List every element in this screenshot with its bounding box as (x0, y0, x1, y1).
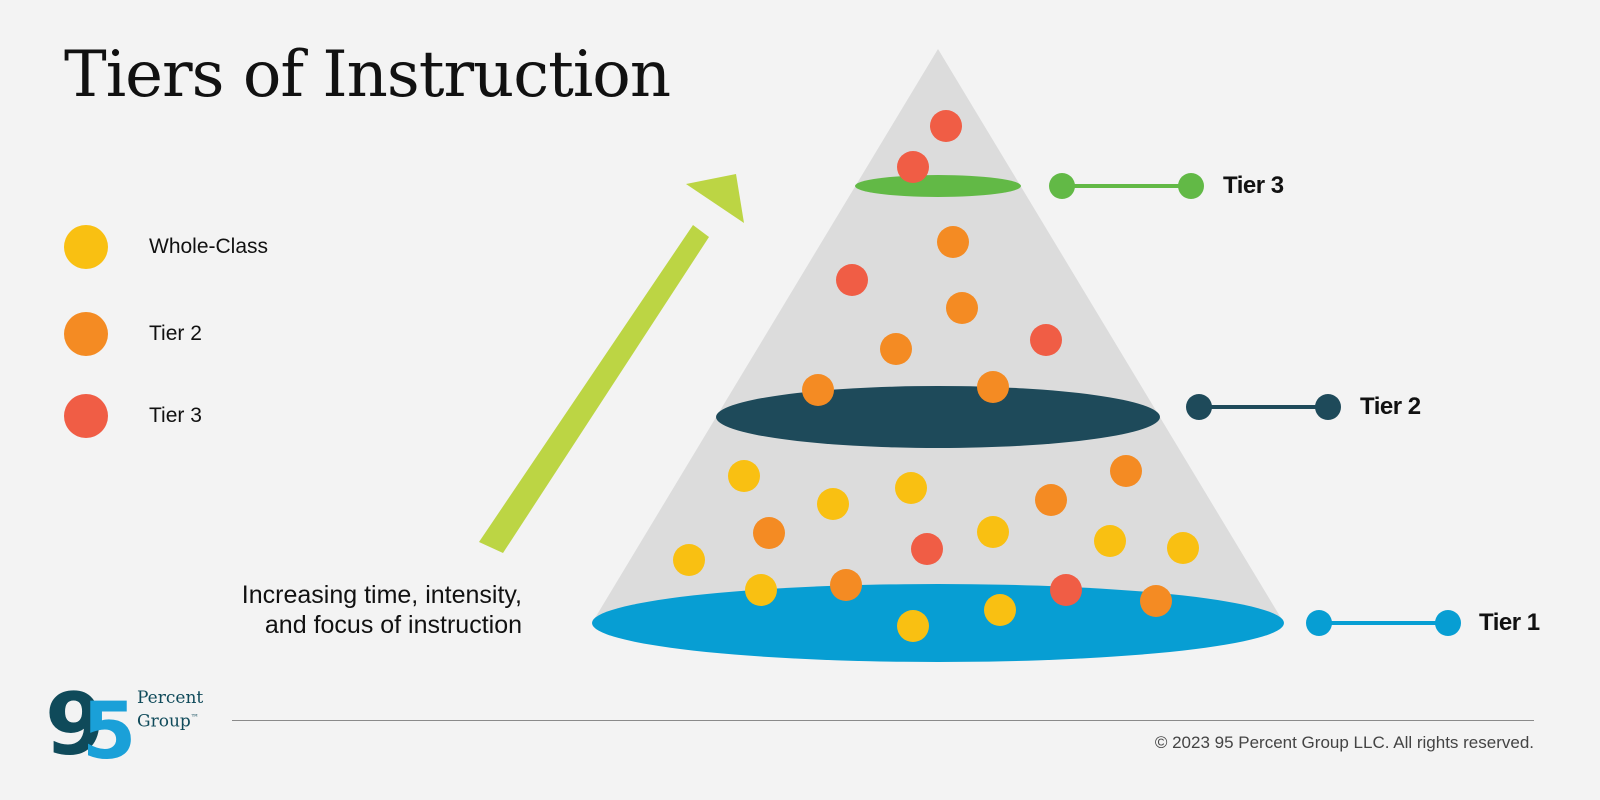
increase-arrow (479, 174, 744, 553)
legend-dot-tier3 (64, 394, 108, 438)
tier1-disc (592, 584, 1284, 662)
tier2-connector (1186, 394, 1341, 420)
caption-line-1: Increasing time, intensity, (241, 581, 522, 609)
student-dot (1094, 525, 1126, 557)
student-dot (897, 610, 929, 642)
student-dot (817, 488, 849, 520)
student-dots (673, 110, 1199, 642)
student-dot (880, 333, 912, 365)
caption-line-2: and focus of instruction (264, 611, 522, 639)
legend-item-whole-class: Whole-Class (64, 224, 268, 270)
student-dot (745, 574, 777, 606)
student-dot (984, 594, 1016, 626)
legend-item-tier3: Tier 3 (64, 393, 202, 439)
student-dot (673, 544, 705, 576)
company-logo: 9 5 (48, 684, 136, 760)
student-dot (895, 472, 927, 504)
tier3-connector (1049, 173, 1204, 199)
student-dot (1167, 532, 1199, 564)
tier2-label: Tier 2 (1360, 393, 1421, 420)
tier2-disc (716, 386, 1160, 448)
student-dot (836, 264, 868, 296)
student-dot (728, 460, 760, 492)
legend-dot-whole-class (64, 225, 108, 269)
student-dot (1035, 484, 1067, 516)
page-title: Tiers of Instruction (64, 38, 671, 112)
student-dot (911, 533, 943, 565)
legend-label-whole-class: Whole-Class (149, 235, 269, 258)
logo-word-group: Group (137, 711, 191, 732)
pyramid-cone (592, 49, 1284, 623)
legend-label-tier2: Tier 2 (149, 322, 202, 345)
student-dot (977, 371, 1009, 403)
student-dot (930, 110, 962, 142)
student-dot (753, 517, 785, 549)
student-dot (830, 569, 862, 601)
student-dot (1030, 324, 1062, 356)
student-dot (1140, 585, 1172, 617)
legend-dot-tier2 (64, 312, 108, 356)
student-dot (937, 226, 969, 258)
student-dot (802, 374, 834, 406)
svg-text:5: 5 (82, 687, 136, 760)
logo-wordmark: Percent Group™ (137, 689, 203, 732)
tier3-disc (855, 175, 1021, 197)
logo-trademark: ™ (190, 713, 199, 722)
footer-divider (232, 720, 1534, 721)
student-dot (946, 292, 978, 324)
arrow-caption: Increasing time, intensity, and focus of… (242, 580, 522, 640)
logo-word-percent: Percent (137, 688, 204, 708)
copyright-text: © 2023 95 Percent Group LLC. All rights … (1154, 733, 1534, 752)
student-dot (977, 516, 1009, 548)
student-dot (1050, 574, 1082, 606)
student-dot (897, 151, 929, 183)
legend-label-tier3: Tier 3 (149, 404, 202, 427)
tier1-label: Tier 1 (1479, 609, 1540, 636)
tier1-connector (1306, 610, 1461, 636)
tier3-label: Tier 3 (1223, 172, 1284, 199)
legend-item-tier2: Tier 2 (64, 311, 202, 357)
student-dot (1110, 455, 1142, 487)
